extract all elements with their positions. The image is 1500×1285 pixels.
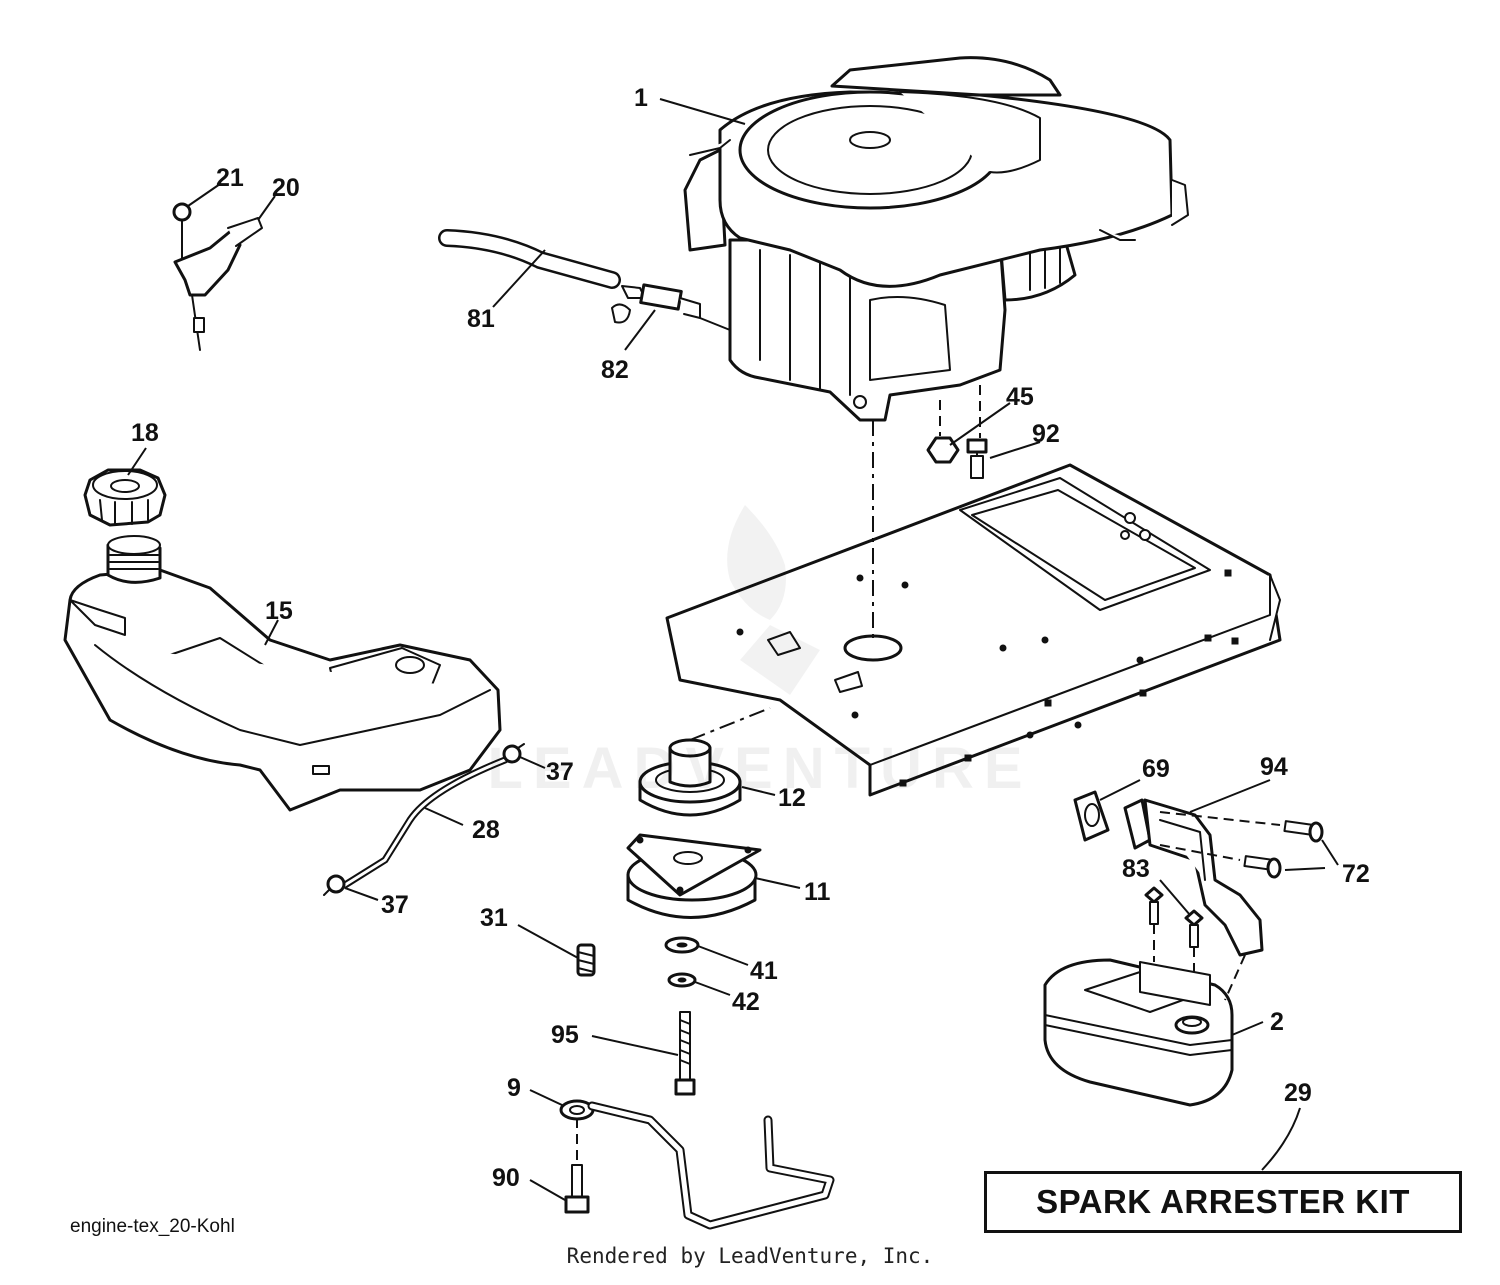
rendered-by-footer: Rendered by LeadVenture, Inc. bbox=[566, 1244, 934, 1268]
bolt-95-part bbox=[674, 1011, 696, 1096]
spring-31-part bbox=[576, 943, 596, 977]
callout-69: 69 bbox=[1142, 755, 1170, 783]
frame-plate-part bbox=[665, 463, 1282, 797]
callout-1: 1 bbox=[634, 84, 648, 112]
engine-part bbox=[683, 56, 1189, 422]
pulley-axis-line bbox=[689, 707, 771, 741]
callout-81: 81 bbox=[467, 305, 495, 333]
screws-83-part bbox=[1144, 886, 1204, 985]
muffler-2-part bbox=[1043, 954, 1246, 1107]
fuel-fitting-82-part bbox=[611, 283, 701, 324]
callout-12: 12 bbox=[778, 784, 806, 812]
callout-37-upper: 37 bbox=[546, 758, 574, 786]
screws-72-part bbox=[1159, 811, 1324, 879]
callout-42: 42 bbox=[732, 988, 760, 1016]
spark-arrester-kit-label: SPARK ARRESTER KIT bbox=[1036, 1183, 1410, 1220]
fuel-line-81-part bbox=[438, 229, 621, 289]
exhaust-gasket-69-part bbox=[1073, 790, 1110, 842]
callout-2: 2 bbox=[1270, 1008, 1284, 1036]
callout-45: 45 bbox=[1006, 383, 1034, 411]
callout-11: 11 bbox=[804, 878, 831, 906]
bolt-90-part bbox=[564, 1118, 590, 1214]
callout-90: 90 bbox=[492, 1164, 520, 1192]
fuel-tank-15-part bbox=[63, 535, 502, 812]
callout-31: 31 bbox=[480, 904, 508, 932]
callout-41: 41 bbox=[750, 957, 778, 985]
callout-94: 94 bbox=[1260, 753, 1288, 781]
throttle-bracket-part bbox=[172, 202, 263, 351]
callout-82: 82 bbox=[601, 356, 629, 384]
callout-29: 29 bbox=[1284, 1079, 1312, 1107]
spark-arrester-kit-box: SPARK ARRESTER KIT bbox=[984, 1171, 1462, 1233]
callout-28: 28 bbox=[472, 816, 500, 844]
callout-95: 95 bbox=[551, 1021, 579, 1049]
callout-83: 83 bbox=[1122, 855, 1150, 883]
clutch-11-part bbox=[626, 833, 762, 919]
callout-9: 9 bbox=[507, 1074, 521, 1102]
callout-72: 72 bbox=[1342, 860, 1370, 888]
leader-lines bbox=[127, 98, 1339, 1201]
callout-37-lower: 37 bbox=[381, 891, 409, 919]
leadventure-flame-logo-icon bbox=[727, 505, 820, 695]
fuel-cap-18-part bbox=[83, 468, 167, 527]
callout-21: 21 bbox=[216, 164, 244, 192]
pulley-12-part bbox=[638, 738, 742, 817]
fuel-hose-28-part bbox=[323, 743, 525, 896]
nut-bolt-45-92-part bbox=[926, 385, 988, 479]
callout-20: 20 bbox=[272, 174, 300, 202]
watermark-text: LEADVENTURE bbox=[487, 736, 1033, 801]
callout-18: 18 bbox=[131, 419, 159, 447]
washers-41-42-part bbox=[664, 936, 700, 988]
callout-15: 15 bbox=[265, 597, 293, 625]
callout-92: 92 bbox=[1032, 420, 1060, 448]
rod-9-part bbox=[559, 1099, 835, 1230]
callout-labels: 1 2 9 11 12 15 18 20 21 28 29 31 37 37 4… bbox=[131, 84, 1370, 1192]
diagram-reference-code: engine-tex_20-Kohl bbox=[70, 1216, 235, 1237]
